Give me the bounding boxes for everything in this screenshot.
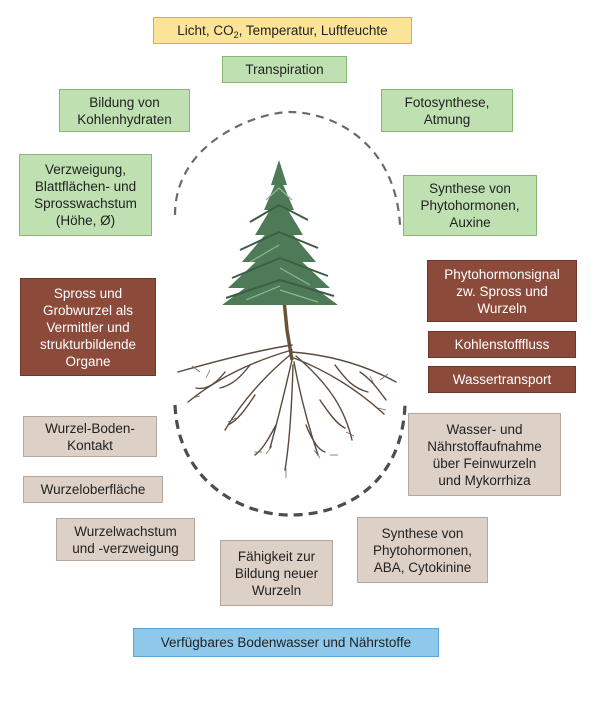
upper-dashed-arc [173, 110, 402, 226]
new-root-formation-box: Fähigkeit zur Bildung neuer Wurzeln [220, 540, 333, 606]
phytohormone-auxin-box: Synthese von Phytohormonen, Auxine [403, 175, 537, 236]
lower-dashed-arc [173, 404, 407, 517]
carbohydrate-formation-box: Bildung von Kohlenhydraten [59, 89, 190, 132]
carbon-flow-box: Kohlenstofffluss [428, 331, 576, 358]
root-growth-branching-box: Wurzelwachstum und -verzweigung [56, 518, 195, 561]
climate-factors-label: Licht, CO2, Temperatur, Luftfeuchte [177, 23, 388, 40]
spruce-seedling-illustration [177, 160, 397, 478]
phytohormone-signal-box: Phytohormonsignal zw. Spross und Wurzeln [427, 260, 577, 322]
water-nutrient-uptake-box: Wasser- und Nährstoffaufnahme über Feinw… [408, 413, 561, 496]
shoot-coarse-root-box: Spross und Grobwurzel als Vermittler und… [20, 278, 156, 376]
root-soil-contact-box: Wurzel-Boden- Kontakt [23, 416, 157, 457]
root-surface-box: Wurzeloberfläche [23, 476, 163, 503]
water-transport-box: Wassertransport [428, 366, 576, 393]
transpiration-box: Transpiration [222, 56, 347, 83]
branching-growth-box: Verzweigung, Blattflächen- und Sprosswac… [19, 154, 152, 236]
climate-factors-box: Licht, CO2, Temperatur, Luftfeuchte [153, 17, 412, 44]
phytohormone-aba-box: Synthese von Phytohormonen, ABA, Cytokin… [357, 517, 488, 583]
photosynthesis-box: Fotosynthese, Atmung [381, 89, 513, 132]
soil-water-nutrients-box: Verfügbares Bodenwasser und Nährstoffe [133, 628, 439, 657]
